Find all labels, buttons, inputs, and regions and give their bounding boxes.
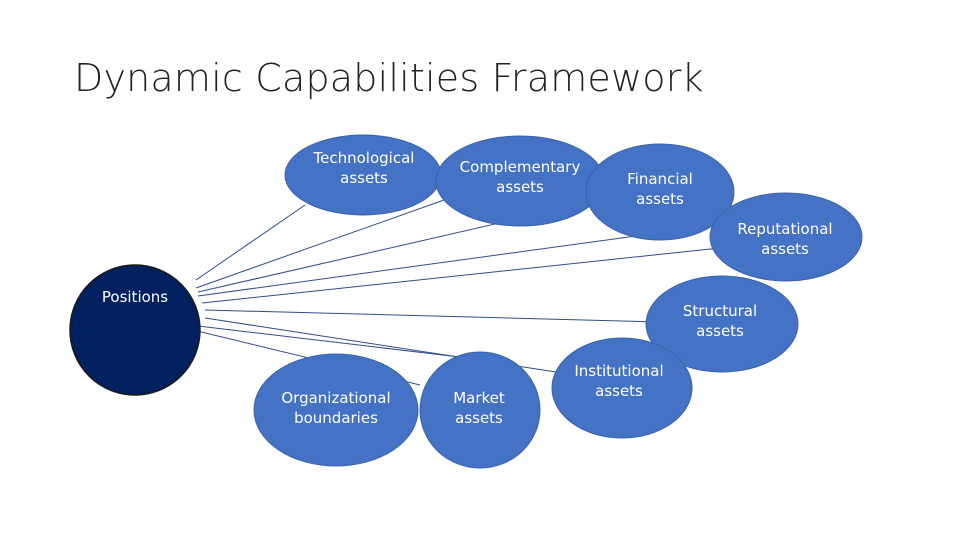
node-financial-label-line: assets — [636, 190, 684, 208]
node-structural-label-line: Structural — [683, 302, 757, 320]
node-technological-label-line: Technological — [313, 149, 415, 167]
connector-line — [197, 224, 717, 297]
hub-label-line: Positions — [102, 288, 168, 306]
node-financial-label-line: Financial — [627, 170, 693, 188]
connector-line — [195, 199, 445, 289]
node-institutional: Institutional assets — [551, 337, 693, 439]
node-structural-ellipse — [645, 275, 799, 373]
node-market-label-line: assets — [455, 409, 503, 427]
node-complementary-label-line: assets — [496, 178, 544, 196]
connector-line — [197, 325, 469, 359]
node-reputational: Reputational assets — [709, 192, 863, 282]
node-technological-label-line: assets — [340, 169, 388, 187]
node-institutional-ellipse — [551, 337, 693, 439]
slide-title: Dynamic Capabilities Framework — [74, 56, 704, 100]
node-reputational-label-line: Reputational — [737, 220, 832, 238]
connector-line — [204, 309, 661, 323]
node-institutional-label-line: Institutional — [574, 362, 663, 380]
node-structural: Structural assets — [645, 275, 799, 373]
node-market: Market assets — [419, 351, 541, 469]
node-reputational-ellipse — [709, 192, 863, 282]
node-complementary: Complementary assets — [435, 135, 605, 227]
connector-line — [201, 247, 721, 304]
node-market-ellipse — [419, 351, 541, 469]
node-structural-label-line: assets — [696, 322, 744, 340]
node-organizational-ellipse — [253, 353, 419, 467]
hub-positions: Positions — [69, 264, 201, 396]
node-organizational-label-line: Organizational — [281, 389, 390, 407]
node-institutional-label-line: assets — [595, 382, 643, 400]
node-financial-ellipse — [585, 143, 735, 241]
node-organizational: Organizational boundaries — [253, 353, 419, 467]
node-organizational-label-line: boundaries — [294, 409, 378, 427]
node-reputational-label-line: assets — [761, 240, 809, 258]
node-market-label-line: Market — [453, 389, 505, 407]
hub-circle — [69, 264, 201, 396]
node-technological: Technological assets — [284, 134, 442, 216]
node-complementary-label-line: Complementary — [460, 158, 581, 176]
node-financial: Financial assets — [585, 143, 735, 241]
connector-line — [195, 204, 306, 281]
